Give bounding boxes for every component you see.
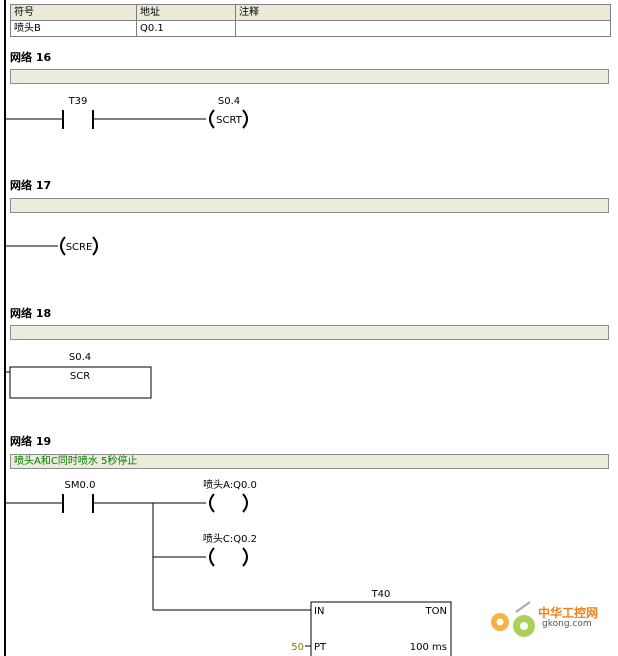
n18-box-text: SCR xyxy=(70,371,90,382)
header-address[interactable]: 地址 xyxy=(137,5,236,20)
watermark-url: gkong.com xyxy=(542,619,592,629)
network-19-comment-text: 喷头A和C同时喷水 5秒停止 xyxy=(14,456,138,467)
n19-coil-q02[interactable] xyxy=(209,547,248,567)
network-18-title[interactable]: 网络 18 xyxy=(10,307,52,320)
gear-logo-icon xyxy=(491,601,535,637)
n19-contact-label: SM0.0 xyxy=(65,480,96,491)
address-cell[interactable]: Q0.1 xyxy=(137,21,236,36)
n16-coil-label: S0.4 xyxy=(218,96,240,107)
watermark-cn: 中华工控网 xyxy=(538,606,599,620)
n19-coil1-label: 喷头A:Q0.0 xyxy=(203,479,257,491)
symbol-table-header: 符号 地址 注释 xyxy=(11,5,610,21)
n19-timer-resolution: 100 ms xyxy=(410,642,447,653)
n16-coil-text: SCRT xyxy=(216,115,243,126)
network-17-comment[interactable] xyxy=(10,198,609,213)
symbol-table: 符号 地址 注释 喷头B Q0.1 xyxy=(10,4,611,37)
n19-coil2-label: 喷头C:Q0.2 xyxy=(203,533,257,545)
symbol-cell[interactable]: 喷头B xyxy=(11,21,137,36)
n19-timer-box[interactable] xyxy=(310,601,452,656)
n16-coil-scrt[interactable] xyxy=(209,109,248,129)
n19-timer-type: TON xyxy=(425,606,447,617)
n19-timer-pt-value[interactable]: 50 xyxy=(291,642,304,653)
header-comment[interactable]: 注释 xyxy=(239,7,259,18)
n17-coil-scre[interactable] xyxy=(60,236,98,256)
n18-box-label: S0.4 xyxy=(69,352,91,363)
symbol-table-row[interactable]: 喷头B Q0.1 xyxy=(11,21,610,36)
n19-timer-in: IN xyxy=(314,606,324,617)
n19-timer-pt: PT xyxy=(314,642,327,653)
network-17-title[interactable]: 网络 17 xyxy=(10,179,52,192)
left-power-rail xyxy=(4,0,6,656)
n18-scr-box[interactable] xyxy=(9,366,152,399)
network-19-comment[interactable]: 喷头A和C同时喷水 5秒停止 xyxy=(10,454,609,469)
header-symbol[interactable]: 符号 xyxy=(11,5,137,20)
n17-coil-text: SCRE xyxy=(66,242,93,253)
network-18-comment[interactable] xyxy=(10,325,609,340)
n16-contact-label: T39 xyxy=(68,96,88,107)
n19-contact-sm00[interactable] xyxy=(62,494,94,513)
n19-coil-q00[interactable] xyxy=(209,493,248,513)
network-16-comment[interactable] xyxy=(10,69,609,84)
n16-contact-t39[interactable] xyxy=(62,110,94,129)
network-16-title[interactable]: 网络 16 xyxy=(10,51,52,64)
n19-timer-name: T40 xyxy=(371,589,391,600)
gkong-watermark: 中华工控网 gkong.com xyxy=(486,598,614,644)
network-19-title[interactable]: 网络 19 xyxy=(10,435,52,448)
